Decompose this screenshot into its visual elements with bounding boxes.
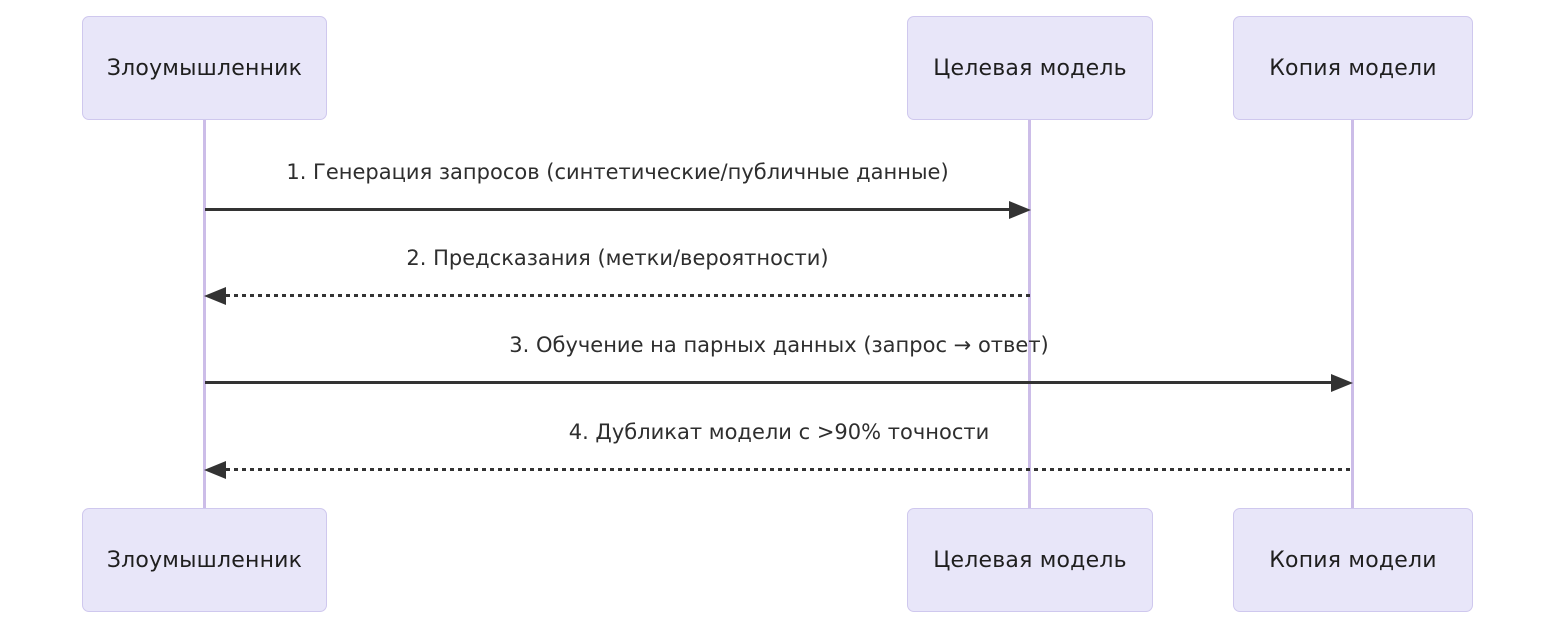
actor-attacker-bottom: Злоумышленник — [82, 508, 327, 612]
actor-attacker-label: Злоумышленник — [106, 547, 303, 573]
message-4-line — [226, 468, 1353, 471]
message-2-label: 2. Предсказания (метки/вероятности) — [406, 246, 829, 270]
message-3-line — [205, 381, 1332, 384]
message-3-label: 3. Обучение на парных данных (запрос → о… — [509, 333, 1049, 357]
message-4-label: 4. Дубликат модели с >90% точности — [568, 420, 990, 444]
message-1-line — [205, 208, 1011, 211]
arrowhead-right-icon — [1009, 200, 1031, 219]
actor-target-model-label: Целевая модель — [933, 547, 1127, 573]
message-1-label: 1. Генерация запросов (синтетические/пуб… — [286, 160, 949, 184]
actor-target-model-top: Целевая модель — [907, 16, 1153, 120]
actor-model-copy-bottom: Копия модели — [1233, 508, 1473, 612]
lifeline-attacker — [203, 120, 206, 510]
actor-attacker-label: Злоумышленник — [106, 55, 303, 81]
actor-model-copy-label: Копия модели — [1269, 55, 1437, 81]
actor-model-copy-top: Копия модели — [1233, 16, 1473, 120]
arrowhead-left-icon — [204, 286, 226, 305]
actor-attacker-top: Злоумышленник — [82, 16, 327, 120]
arrowhead-right-icon — [1331, 373, 1353, 392]
actor-target-model-label: Целевая модель — [933, 55, 1127, 81]
lifeline-model-copy — [1351, 120, 1354, 510]
message-2-line — [226, 294, 1030, 297]
lifeline-target-model — [1028, 120, 1031, 510]
actor-target-model-bottom: Целевая модель — [907, 508, 1153, 612]
arrowhead-left-icon — [204, 460, 226, 479]
actor-model-copy-label: Копия модели — [1269, 547, 1437, 573]
